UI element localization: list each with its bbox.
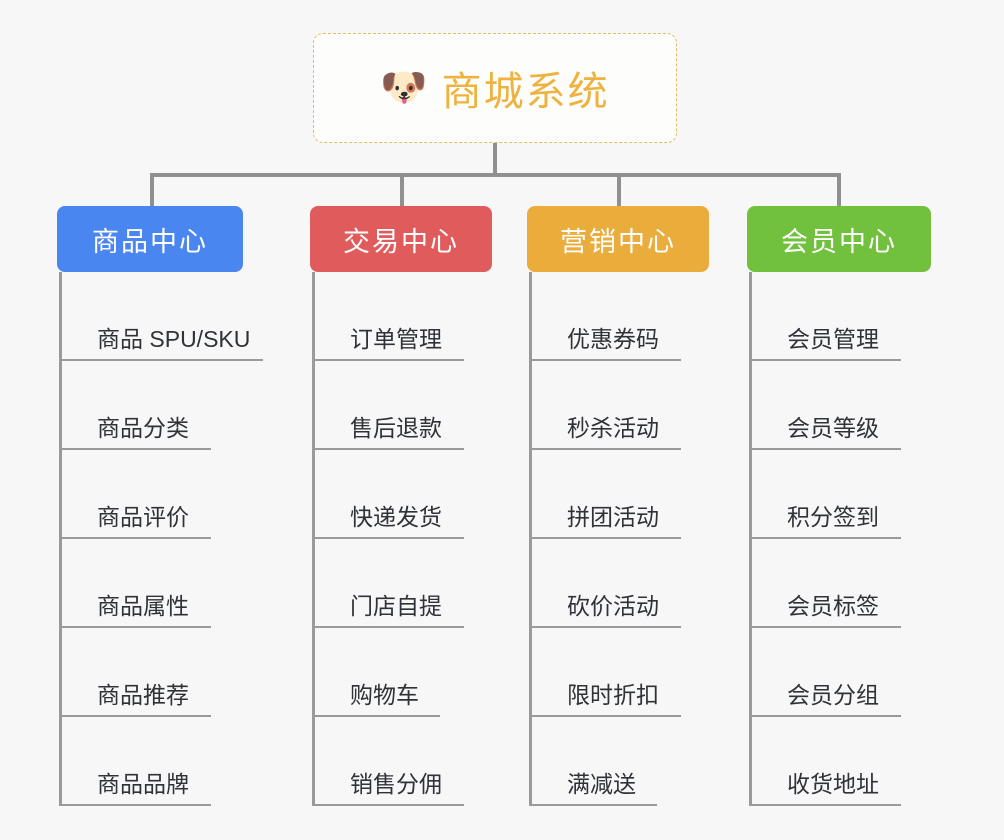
leaf-item-underline (312, 715, 440, 717)
leaf-item-underline (529, 626, 681, 628)
leaf-item[interactable]: 拼团活动 (529, 450, 709, 539)
leaf-item[interactable]: 积分签到 (749, 450, 931, 539)
leaf-item[interactable]: 订单管理 (312, 272, 492, 361)
leaf-item[interactable]: 限时折扣 (529, 628, 709, 717)
leaf-item-underline (749, 537, 901, 539)
leaf-item[interactable]: 砍价活动 (529, 539, 709, 628)
connector-drop-marketing-center (617, 173, 621, 206)
leaf-item-label: 优惠券码 (567, 326, 659, 352)
leaf-item-underline (749, 626, 901, 628)
category-header-marketing-center[interactable]: 营销中心 (527, 206, 709, 272)
leaf-item[interactable]: 门店自提 (312, 539, 492, 628)
category-header-trade-center[interactable]: 交易中心 (310, 206, 492, 272)
shiba-dog-face-icon: 🐶 (380, 67, 428, 109)
leaf-item[interactable]: 商品 SPU/SKU (59, 272, 263, 361)
column-marketing-center: 营销中心优惠券码秒杀活动拼团活动砍价活动限时折扣满减送 (527, 206, 709, 806)
leaf-item-label: 会员分组 (787, 682, 879, 708)
leaf-item-label: 商品分类 (97, 415, 189, 441)
leaf-item-label: 购物车 (350, 682, 419, 708)
leaf-item-underline (312, 804, 464, 806)
leaf-item-underline (312, 537, 464, 539)
leaf-list-marketing-center: 优惠券码秒杀活动拼团活动砍价活动限时折扣满减送 (529, 272, 709, 806)
leaf-item[interactable]: 会员分组 (749, 628, 931, 717)
leaf-item-underline (312, 448, 464, 450)
leaf-item[interactable]: 满减送 (529, 717, 709, 806)
leaf-item-underline (749, 448, 901, 450)
leaf-item-underline (59, 715, 211, 717)
leaf-item-label: 商品评价 (97, 504, 189, 530)
leaf-item-label: 满减送 (567, 771, 636, 797)
leaf-item-underline (59, 359, 263, 361)
leaf-item-underline (529, 537, 681, 539)
leaf-item[interactable]: 销售分佣 (312, 717, 492, 806)
root-title: 商城系统 (441, 70, 610, 114)
connector-spine-product-center (59, 272, 62, 806)
leaf-item-underline (749, 715, 901, 717)
leaf-item-label: 门店自提 (350, 593, 442, 619)
connector-drop-trade-center (400, 173, 404, 206)
leaf-item-label: 秒杀活动 (567, 415, 659, 441)
leaf-list-product-center: 商品 SPU/SKU 商品分类商品评价商品属性商品推荐商品品牌 (59, 272, 263, 806)
leaf-item-underline (529, 448, 681, 450)
category-header-member-center[interactable]: 会员中心 (747, 206, 931, 272)
leaf-item-label: 商品推荐 (97, 682, 189, 708)
leaf-item-label: 积分签到 (787, 504, 879, 530)
column-trade-center: 交易中心订单管理售后退款快递发货门店自提购物车销售分佣 (310, 206, 492, 806)
leaf-item-label: 收货地址 (787, 771, 879, 797)
leaf-item-label: 会员标签 (787, 593, 879, 619)
leaf-item[interactable]: 会员管理 (749, 272, 931, 361)
leaf-item-label: 拼团活动 (567, 504, 659, 530)
leaf-item-underline (312, 359, 464, 361)
leaf-item-label: 商品属性 (97, 593, 189, 619)
leaf-item[interactable]: 商品评价 (59, 450, 243, 539)
leaf-item-label: 会员管理 (787, 326, 879, 352)
leaf-item[interactable]: 售后退款 (312, 361, 492, 450)
leaf-item-underline (59, 804, 211, 806)
leaf-item[interactable]: 快递发货 (312, 450, 492, 539)
leaf-item-underline (749, 359, 901, 361)
leaf-item-label: 快递发货 (350, 504, 442, 530)
leaf-item[interactable]: 优惠券码 (529, 272, 709, 361)
root-node[interactable]: 🐶 商城系统 (313, 33, 677, 143)
connector-spine-trade-center (312, 272, 315, 806)
leaf-item-label: 限时折扣 (567, 682, 659, 708)
leaf-item[interactable]: 秒杀活动 (529, 361, 709, 450)
column-member-center: 会员中心会员管理会员等级积分签到会员标签会员分组收货地址 (747, 206, 931, 806)
leaf-item[interactable]: 会员标签 (749, 539, 931, 628)
leaf-item-label: 售后退款 (350, 415, 442, 441)
connector-root-stem (493, 143, 497, 176)
leaf-item-underline (529, 359, 681, 361)
leaf-item-label: 砍价活动 (567, 593, 659, 619)
connector-horizontal-bus (150, 173, 839, 177)
leaf-item[interactable]: 商品推荐 (59, 628, 243, 717)
leaf-item-underline (59, 626, 211, 628)
connector-spine-marketing-center (529, 272, 532, 806)
leaf-item-underline (59, 448, 211, 450)
leaf-item-label: 会员等级 (787, 415, 879, 441)
leaf-item[interactable]: 商品品牌 (59, 717, 243, 806)
connector-spine-member-center (749, 272, 752, 806)
leaf-item-label: 销售分佣 (350, 771, 442, 797)
connector-drop-product-center (150, 173, 154, 206)
leaf-item-underline (749, 804, 901, 806)
leaf-list-trade-center: 订单管理售后退款快递发货门店自提购物车销售分佣 (312, 272, 492, 806)
leaf-item[interactable]: 购物车 (312, 628, 492, 717)
leaf-item-underline (59, 537, 211, 539)
leaf-item[interactable]: 会员等级 (749, 361, 931, 450)
column-product-center: 商品中心商品 SPU/SKU 商品分类商品评价商品属性商品推荐商品品牌 (57, 206, 263, 806)
leaf-item-label: 商品 SPU/SKU (97, 326, 251, 352)
category-header-product-center[interactable]: 商品中心 (57, 206, 243, 272)
connector-drop-member-center (837, 173, 841, 206)
leaf-item-underline (529, 804, 657, 806)
leaf-item[interactable]: 商品属性 (59, 539, 243, 628)
leaf-item-underline (529, 715, 681, 717)
leaf-item[interactable]: 商品分类 (59, 361, 243, 450)
leaf-item[interactable]: 收货地址 (749, 717, 931, 806)
leaf-item-underline (312, 626, 464, 628)
leaf-item-label: 商品品牌 (97, 771, 189, 797)
leaf-item-label: 订单管理 (350, 326, 442, 352)
leaf-list-member-center: 会员管理会员等级积分签到会员标签会员分组收货地址 (749, 272, 931, 806)
